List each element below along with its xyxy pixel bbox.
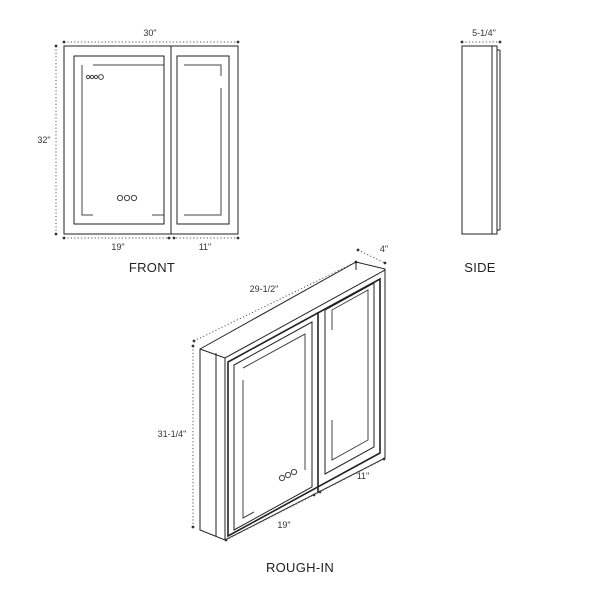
front-left-door-panel [73, 55, 165, 225]
front-right-led-top [184, 64, 222, 76]
front-view-title: FRONT [129, 260, 175, 275]
front-view: 30" 32" [37, 28, 240, 275]
rough-in-depth-label: 4" [380, 244, 388, 254]
rough-in-touch-buttons [278, 468, 298, 482]
front-right-led-side [184, 88, 222, 216]
front-height-label: 32" [37, 135, 50, 145]
rough-in-left-led [242, 333, 306, 470]
rough-in-left-door-panel [233, 321, 313, 531]
front-control-icons-top [85, 74, 104, 80]
front-left-led-left [81, 65, 93, 216]
rough-in-depth-dimension-line [357, 249, 386, 264]
rough-in-view-title: ROUGH-IN [266, 560, 334, 575]
side-view: 5-1/4" SIDE [460, 28, 502, 275]
front-right-door-panel [176, 55, 230, 225]
rough-in-top-edge [199, 269, 386, 359]
front-touch-buttons [116, 194, 138, 202]
front-right-door-label: 11" [199, 242, 212, 252]
front-left-door-label: 19" [111, 242, 124, 252]
side-door-profile [491, 45, 498, 235]
front-width-label: 30" [143, 28, 156, 38]
rough-in-left-door-label: 19" [277, 520, 290, 530]
rough-in-width-dimension-line [193, 261, 357, 342]
rough-in-width-label: 29-1/2" [250, 284, 279, 294]
side-cabinet-body [461, 45, 493, 235]
rough-in-view: 29-1/2" 4" 31-1/4" [158, 244, 388, 575]
side-depth-label: 5-1/4" [472, 28, 496, 38]
rough-in-bottom-dimension-line [225, 458, 385, 541]
rough-in-right-led [331, 289, 369, 461]
rough-in-right-door-panel [324, 282, 375, 475]
front-cabinet-outline [63, 45, 239, 235]
rough-in-height-label: 31-1/4" [158, 429, 187, 439]
side-view-title: SIDE [464, 260, 496, 275]
rough-in-right-door-label: 11" [357, 471, 370, 481]
rough-in-door-frame [227, 277, 381, 538]
